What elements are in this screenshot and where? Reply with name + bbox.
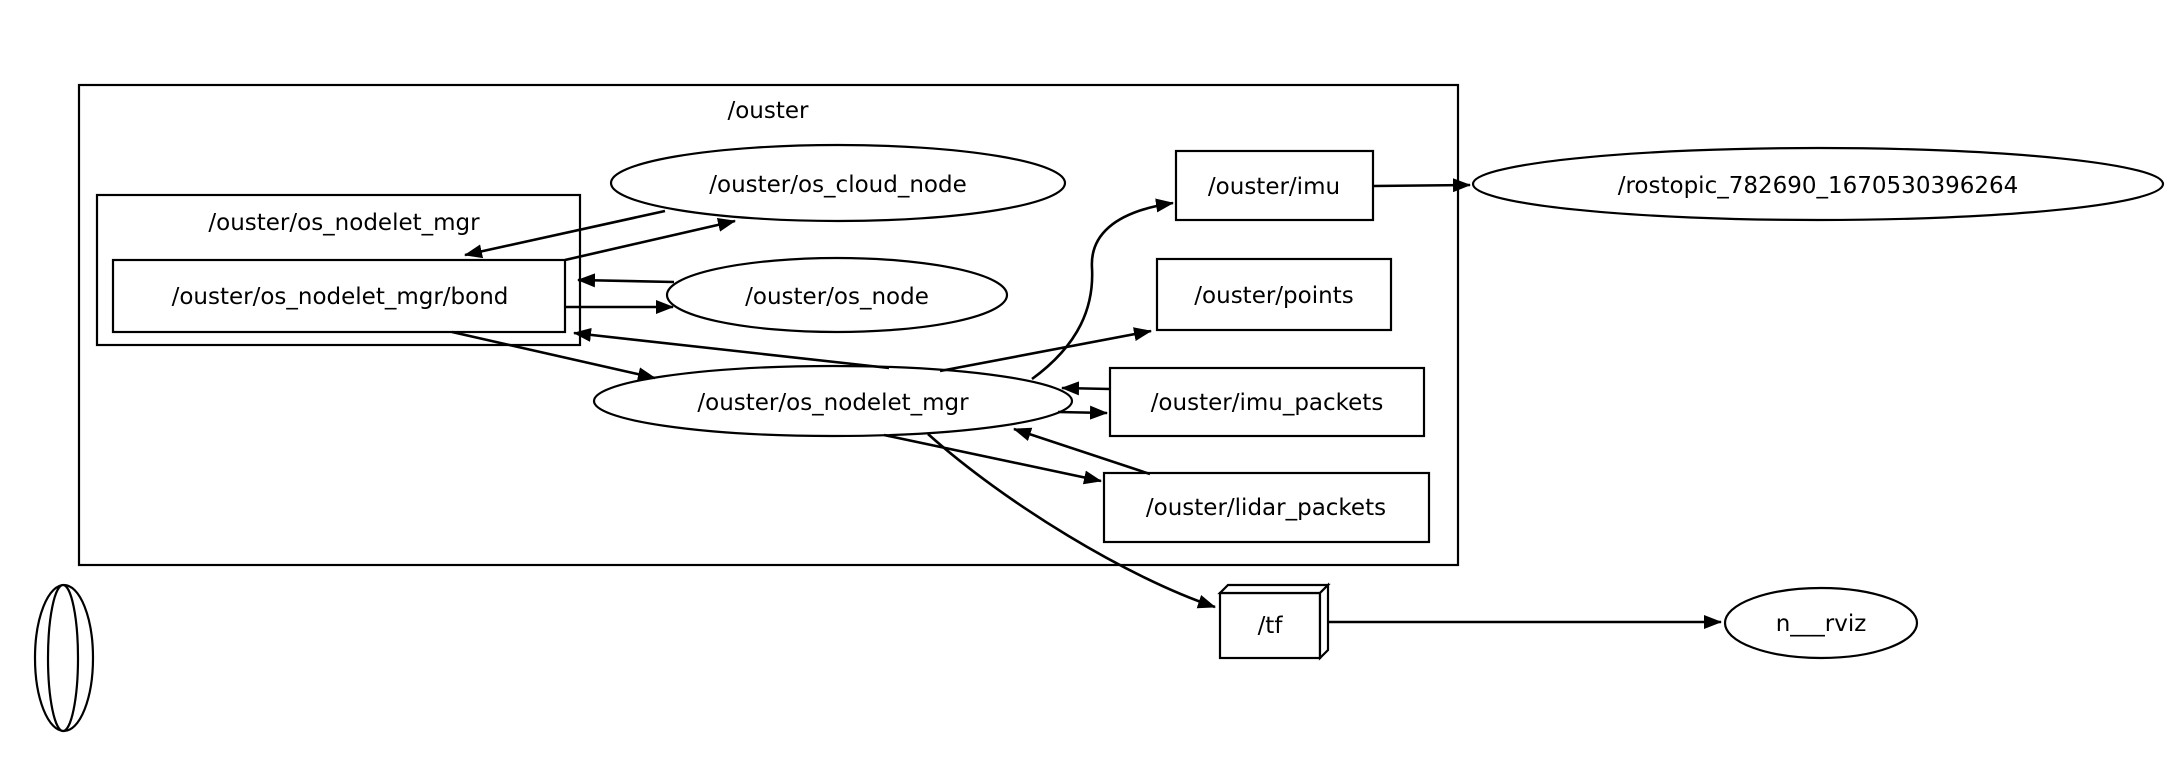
tf-box3d-right-face [1318, 582, 1330, 661]
edge-imu-to-rostopic [1372, 178, 1471, 193]
node-rviz: n___rviz [1723, 586, 1919, 660]
rostopic-label: /rostopic_782690_1670530396264 [1618, 173, 2019, 199]
node-lidar-packets: /ouster/lidar_packets [1102, 471, 1431, 544]
imu-packets-topic-label: /ouster/imu_packets [1151, 390, 1384, 416]
node-imu-packets: /ouster/imu_packets [1108, 366, 1426, 438]
rviz-ellipse [1723, 586, 1919, 660]
node-bond: /ouster/os_nodelet_mgr/bond [111, 258, 567, 334]
tf-box3d-top-face [1217, 583, 1331, 595]
rostopic-ellipse [1471, 146, 2165, 222]
points-topic-box [1155, 257, 1393, 332]
node-unnamed [33, 583, 95, 733]
cluster-ouster: /ouster [77, 83, 1460, 567]
node-os-nodelet-mgr: /ouster/os_nodelet_mgr [592, 364, 1074, 438]
imu-topic-box [1174, 149, 1375, 222]
bond-topic-label: /ouster/os_nodelet_mgr/bond [172, 284, 509, 310]
edge-bond-to-os-nodelet-mgr [451, 330, 656, 382]
cluster-os-nodelet-mgr: /ouster/os_nodelet_mgr [95, 193, 582, 347]
edge-os-node-to-bond [577, 273, 675, 288]
edge-os-nodelet-mgr-to-lidar-packets [883, 433, 1102, 485]
edge-os-nodelet-mgr-to-bond [573, 327, 890, 370]
cluster-os-nodelet-mgr-label: /ouster/os_nodelet_mgr [208, 210, 480, 236]
lidar-packets-topic-label: /ouster/lidar_packets [1146, 495, 1386, 521]
bond-topic-box [111, 258, 567, 334]
imu-packets-topic-box [1108, 366, 1426, 438]
node-os-node: /ouster/os_node [665, 256, 1009, 334]
os-cloud-node-label: /ouster/os_cloud_node [709, 172, 967, 198]
os-cloud-node-ellipse [609, 143, 1067, 223]
os-node-label: /ouster/os_node [745, 284, 929, 310]
node-os-cloud-node: /ouster/os_cloud_node [609, 143, 1067, 223]
rviz-label: n___rviz [1776, 611, 1867, 637]
cluster-ouster-label: /ouster [727, 98, 809, 124]
edge-os-nodelet-mgr-to-points [939, 327, 1152, 373]
edge-lidar-packets-to-os-nodelet-mgr [1013, 427, 1151, 476]
lidar-packets-topic-box [1102, 471, 1431, 544]
node-imu: /ouster/imu [1174, 149, 1375, 222]
edge-os-nodelet-mgr-to-imu-packets [1057, 405, 1108, 420]
edge-bond-to-os-cloud-node [564, 217, 736, 262]
edge-os-nodelet-mgr-to-tf [927, 433, 1216, 609]
os-node-ellipse [665, 256, 1009, 334]
os-nodelet-mgr-ellipse [592, 364, 1074, 438]
unnamed-node-inner-ellipse [46, 583, 80, 733]
imu-topic-label: /ouster/imu [1208, 174, 1340, 200]
tf-topic-label: /tf [1258, 613, 1284, 639]
points-topic-label: /ouster/points [1194, 283, 1353, 309]
edge-os-cloud-node-to-bond [464, 209, 666, 259]
edge-os-nodelet-mgr-to-imu [1031, 198, 1174, 381]
cluster-os-nodelet-mgr-border [95, 193, 582, 347]
cluster-ouster-border [77, 83, 1460, 567]
node-rostopic: /rostopic_782690_1670530396264 [1471, 146, 2165, 222]
node-tf: /tf [1217, 582, 1331, 661]
edge-imu-packets-to-os-nodelet-mgr [1061, 381, 1111, 396]
edges [451, 178, 1722, 629]
node-points: /ouster/points [1155, 257, 1393, 332]
os-nodelet-mgr-label: /ouster/os_nodelet_mgr [697, 390, 969, 416]
